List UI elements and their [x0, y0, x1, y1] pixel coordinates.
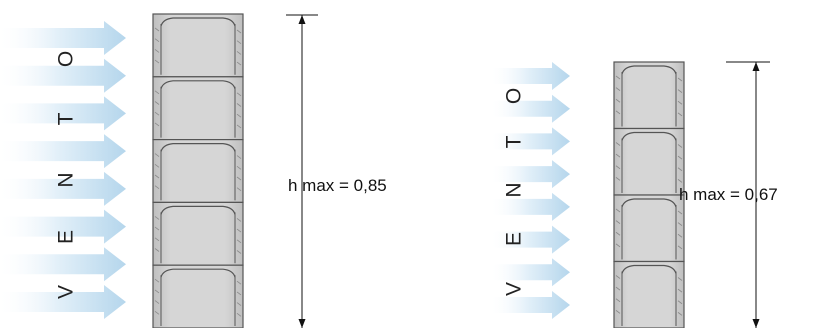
wind-letter: V [503, 282, 526, 296]
dimension-left: h max = 0,85 [286, 14, 387, 328]
wind-letter: O [503, 88, 526, 104]
wind-arrows-right [492, 62, 570, 319]
wind-label-left: V E N T O [55, 51, 78, 299]
wall-block [613, 61, 685, 130]
wind-letter: N [55, 172, 78, 187]
dimension-arrow-bottom-icon [752, 319, 760, 328]
right-arrow-icon [0, 58, 126, 93]
right-arrow-icon [0, 209, 126, 244]
wall-block [152, 201, 244, 266]
right-arrow-icon [0, 247, 126, 282]
right-arrow-icon [0, 171, 126, 206]
right-arrow-icon [492, 160, 570, 189]
wind-letter: O [55, 51, 78, 67]
wind-letter: N [503, 182, 526, 197]
wall-right [613, 61, 685, 328]
right-arrow-icon [0, 21, 126, 55]
height-label-left: h max = 0,85 [288, 176, 387, 195]
dimension-right: h max = 0,67 [679, 61, 778, 328]
right-arrow-icon [492, 94, 570, 123]
panel-right: V E N T O h max = 0,67 [492, 61, 778, 328]
height-label-right: h max = 0,67 [679, 185, 778, 204]
right-arrow-icon [492, 225, 570, 254]
wall-block [152, 139, 244, 204]
wall-block [613, 127, 685, 196]
right-arrow-icon [492, 258, 570, 287]
wall-block [613, 194, 685, 263]
wind-letter: E [55, 230, 78, 244]
wind-arrows-left [0, 21, 126, 319]
wall-block [152, 264, 244, 328]
right-arrow-icon [0, 285, 126, 319]
wind-letter: E [503, 232, 526, 246]
panel-left: V E N T O h max = 0,85 [0, 13, 387, 328]
right-arrow-icon [0, 96, 126, 131]
wind-label-right: V E N T O [503, 88, 526, 296]
right-arrow-icon [492, 62, 570, 90]
dimension-arrow-top-icon [298, 15, 306, 24]
right-arrow-icon [492, 291, 570, 319]
wind-letter: T [55, 112, 78, 125]
wind-letter: T [503, 135, 526, 148]
wall-block [613, 260, 685, 328]
right-arrow-icon [0, 134, 126, 169]
right-arrow-icon [492, 192, 570, 221]
dimension-arrow-top-icon [752, 62, 760, 71]
dimension-arrow-bottom-icon [298, 319, 306, 328]
wall-block [152, 13, 244, 78]
wall-left [152, 13, 244, 328]
wall-block [152, 76, 244, 141]
wind-letter: V [55, 285, 78, 299]
right-arrow-icon [492, 127, 570, 156]
